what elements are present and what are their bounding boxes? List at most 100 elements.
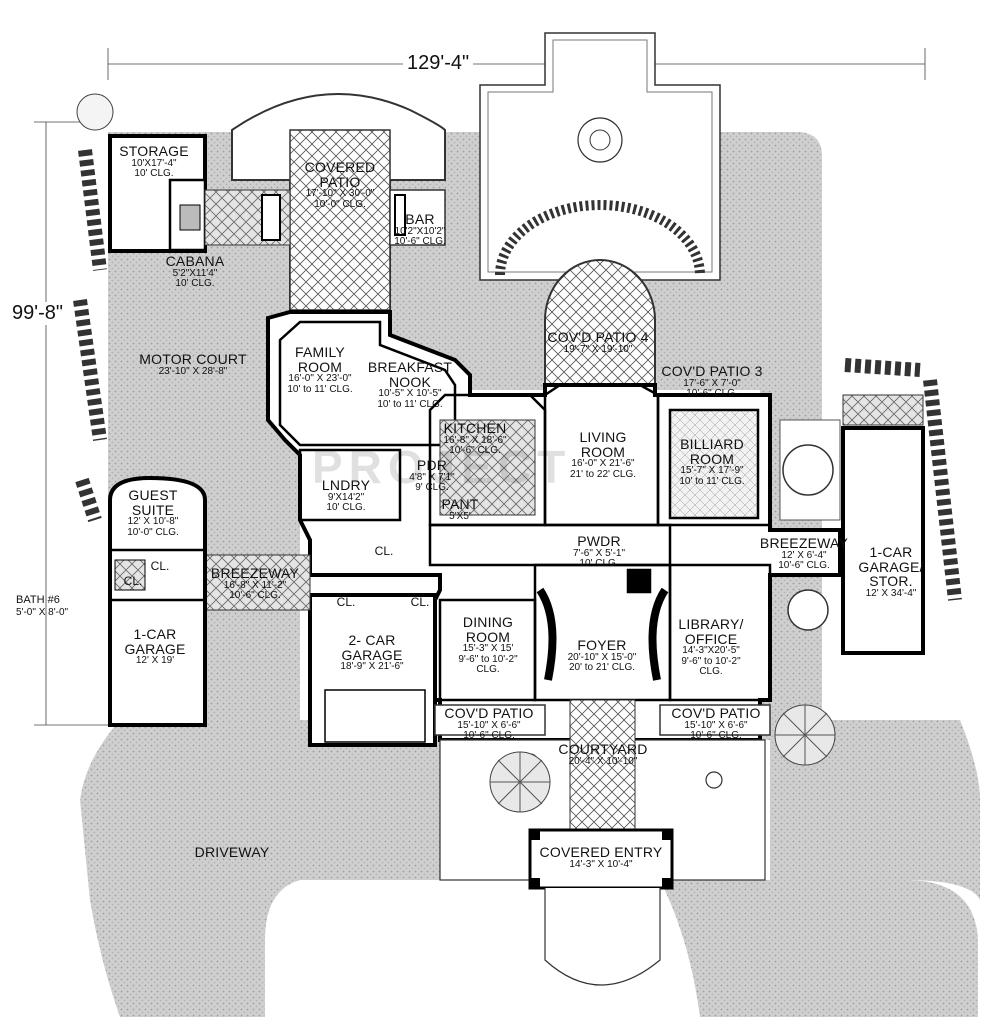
room-name: 2- CAR GARAGE — [341, 632, 403, 663]
room-covd-patio-3: COV'D PATIO 3 17'-6" X 7'-0" 10'-6" CLG. — [661, 364, 762, 400]
room-name: GUEST SUITE — [128, 487, 178, 518]
room-ceiling: 10'-0" CLG. — [127, 526, 179, 538]
room-living-room: LIVING ROOM 16'-0" X 21'-6" 21' to 22' C… — [563, 430, 643, 480]
room-size: 15'-3" X 15' — [462, 643, 514, 655]
closet-label: CL. — [374, 544, 394, 558]
room-name: COURTYARD — [558, 741, 648, 757]
room-size: 12' X 6'-4" — [781, 549, 827, 561]
room-covd-patio-4: COV'D PATIO 4 19'-7" X 19'-10" — [547, 330, 648, 355]
covd-patio-4-area — [544, 259, 656, 396]
room-name: PDR — [416, 457, 448, 473]
room-size: 15'-7" X 17'-9" — [680, 465, 744, 477]
room-name: DRIVEWAY — [194, 844, 270, 860]
room-size: 15'-10" X 6'-6" — [457, 719, 521, 731]
room-ceiling: 10'-6" CLG. — [778, 560, 830, 572]
kitchen-island — [439, 419, 536, 516]
room-size: 12' X 34'-4" — [865, 588, 917, 600]
watermark: PROJECT — [312, 441, 572, 493]
room-size: 14'-3"X20'-5" — [682, 645, 740, 657]
room-ceiling: 9'-6" to 10'-2" CLG. — [681, 655, 741, 678]
room-name: LIVING ROOM — [579, 429, 627, 460]
room-name: BREEZEWAY — [759, 535, 849, 551]
room-ceiling: 10' to 11' CLG. — [679, 475, 745, 487]
room-one-car-garage-left: 1-CAR GARAGE 12' X 19' — [115, 627, 195, 667]
room-name: CABANA — [165, 253, 225, 269]
room-size: 15'-10" X 6'-6" — [684, 719, 748, 731]
depth-dimension: 99'-8" — [8, 302, 67, 325]
room-size: 9'X14'2" — [327, 491, 365, 503]
front-courtyard — [434, 699, 771, 986]
room-size: 19'-7" X 19'-10" — [563, 343, 633, 355]
room-breakfast-nook: BREAKFAST NOOK 10'-5" X 10'-5" 10' to 11… — [360, 360, 460, 410]
room-ceiling: 9' CLG. — [415, 482, 449, 494]
room-lndry: LNDRY 9'X14'2" 10' CLG. — [322, 478, 370, 514]
room-name: BREEZEWAY — [210, 565, 300, 581]
room-breezeway-left: BREEZEWAY 16'-8" X 11'-2" 10'-6" CLG. — [211, 566, 299, 602]
room-two-car-garage: 2- CAR GARAGE 18'-9" X 21'-6" — [322, 633, 422, 673]
room-name: LIBRARY/ OFFICE — [678, 616, 744, 647]
room-covd-patio-right: COV'D PATIO 15'-10" X 6'-6" 10'-6" CLG. — [671, 706, 760, 742]
room-name: COVERED PATIO — [304, 159, 376, 190]
room-family-room: FAMILY ROOM 16'-0" X 23'-0" 10' to 11' C… — [280, 345, 360, 395]
room-size: 16'-8" X 11'-2" — [223, 579, 287, 591]
room-ceiling: 10' CLG. — [134, 168, 174, 180]
palm-plant-icon — [489, 751, 551, 813]
bath6-label: BATH #6 5'-0" X 8'-0" — [16, 594, 68, 618]
room-name: COV'D PATIO 3 — [661, 363, 763, 379]
room-name: KITCHEN — [443, 420, 507, 436]
room-kitchen: KITCHEN 16'-8" X 18'-6" 10'-6" CLG. — [443, 421, 506, 457]
room-size: 14'-3" X 10'-4" — [569, 858, 633, 870]
room-ceiling: 21' to 22' CLG. — [569, 468, 637, 480]
closet-label: CL. — [123, 574, 143, 588]
room-size: 20'-4" X 10'-10" — [568, 755, 638, 767]
room-ceiling: 20' to 21' CLG. — [568, 662, 636, 674]
room-name: DINING ROOM — [462, 614, 514, 645]
room-ceiling: 10'-6" CLG. — [229, 590, 281, 602]
palm-plant-icon — [774, 704, 836, 766]
tree-icon — [76, 93, 114, 131]
room-size: 17'-10" X 30'-0" — [305, 188, 375, 200]
room-size: 16'-0" X 21'-6" — [571, 458, 635, 470]
room-size: 12' X 10'-8" — [127, 516, 179, 528]
room-size: 10'-5" X 10'-5" — [378, 388, 442, 400]
room-name: LNDRY — [321, 477, 371, 493]
room-name: COV'D PATIO — [671, 705, 761, 721]
room-name: FOYER — [577, 637, 627, 653]
room-size: 23'-10" X 28'-8" — [158, 365, 228, 377]
room-driveway: DRIVEWAY — [195, 845, 270, 860]
room-ceiling: 10' CLG. — [579, 558, 619, 570]
room-ceiling: 10'-6" CLG. — [449, 445, 501, 457]
room-ceiling: 10' to 11' CLG. — [377, 398, 443, 410]
room-name: PWDR — [577, 533, 621, 549]
room-ceiling: 10'-6" CLG. — [394, 236, 446, 248]
room-ceiling: 10' CLG. — [326, 502, 366, 514]
room-storage: STORAGE 10'X17'-4" 10' CLG. — [119, 144, 189, 180]
room-name: PANT — [441, 496, 479, 512]
room-size: 16'-8" X 18'-6" — [443, 434, 507, 446]
landscape-plants — [73, 93, 962, 813]
room-size: 12' X 19' — [135, 655, 175, 667]
room-ceiling: 10' CLG. — [175, 278, 215, 290]
room-name: COV'D PATIO 4 — [547, 329, 649, 345]
interior-walls — [278, 320, 772, 702]
room-size: 17'-6" X 7'-0" — [683, 377, 741, 389]
room-covered-entry: COVERED ENTRY 14'-3" X 10'-4" — [540, 845, 663, 870]
room-name: MOTOR COURT — [139, 351, 247, 367]
closet-label: CL. — [336, 595, 356, 609]
room-size: 4'8" X 7'1" — [409, 471, 455, 483]
room-size: 7'-6" X 5'-1" — [572, 547, 626, 559]
room-pwdr: PWDR 7'-6" X 5'-1" 10' CLG. — [573, 534, 625, 570]
right-garage-building — [779, 394, 925, 655]
guest-suite-building — [108, 475, 207, 727]
room-library: LIBRARY/ OFFICE 14'-3"X20'-5" 9'-6" to 1… — [671, 617, 751, 678]
bath6-name: BATH #6 — [16, 594, 60, 606]
pool-terrace — [479, 32, 721, 281]
room-ceiling: 10'-6" CLG. — [463, 730, 515, 742]
room-ceiling: 9'-6" to 10'-2" CLG. — [458, 653, 518, 676]
room-one-car-garage-right: 1-CAR GARAGE/ STOR. 12' X 34'-4" — [856, 545, 926, 600]
room-covered-patio: COVERED PATIO 17'-10" X 30'-0" 10'-0" CL… — [290, 160, 390, 210]
room-billiard-room: BILLIARD ROOM 15'-7" X 17'-9" 10' to 11'… — [672, 437, 752, 487]
room-name: STORAGE — [119, 143, 189, 159]
room-size: 10'2"X10'2" — [394, 225, 446, 237]
